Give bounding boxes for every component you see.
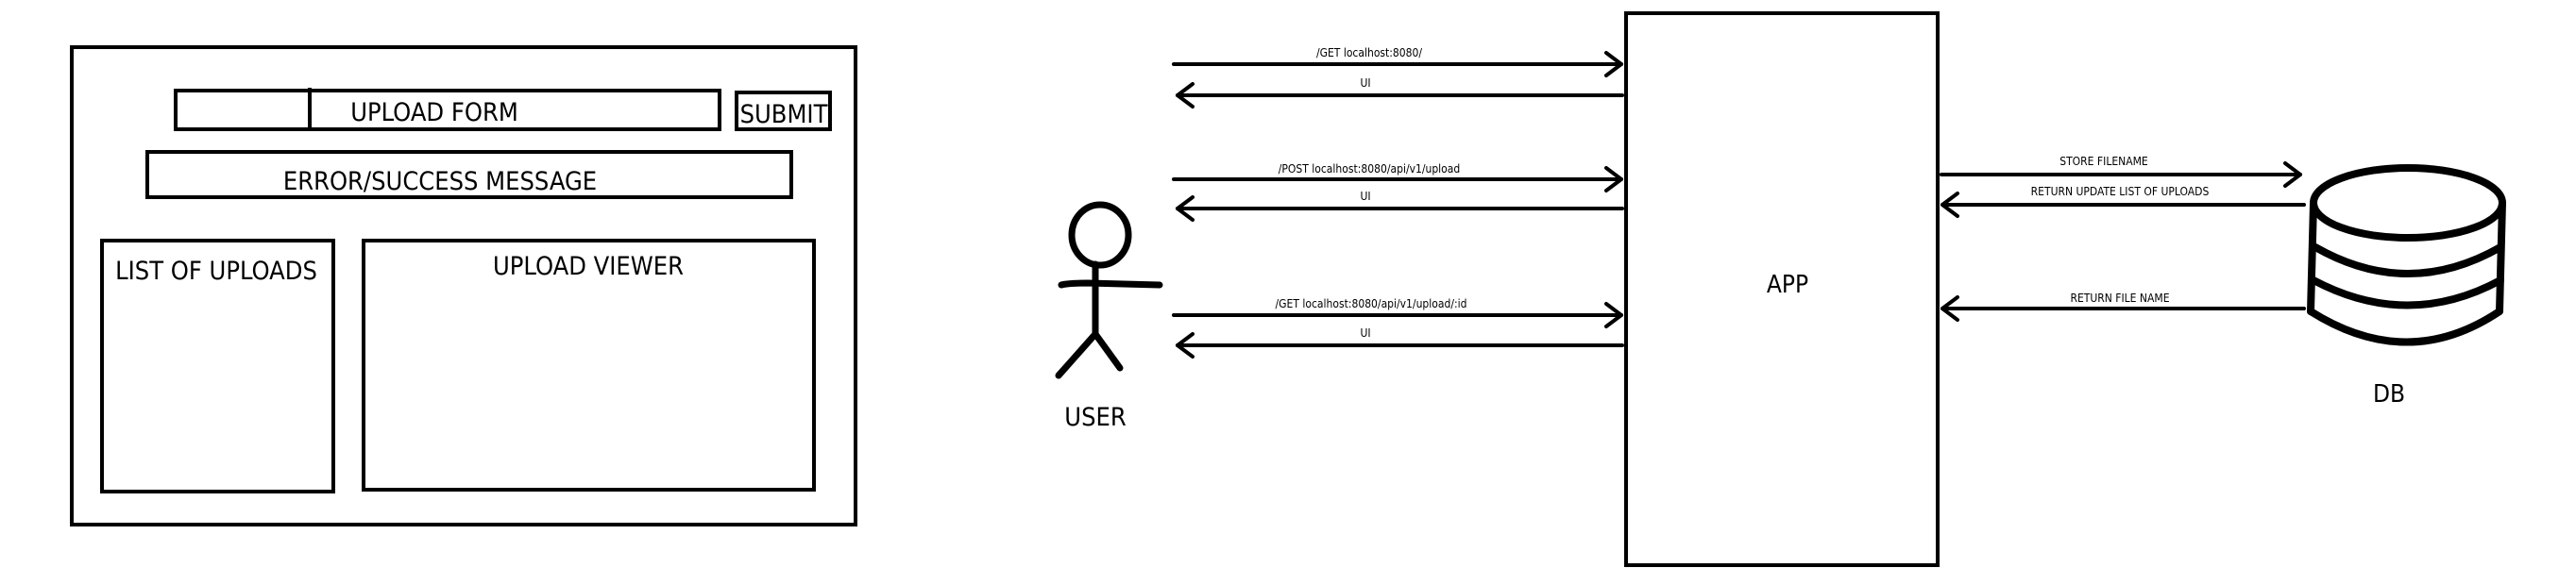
db-label: DB	[2373, 380, 2405, 409]
user-label: USER	[1064, 403, 1127, 432]
upload-viewer-box	[362, 239, 816, 492]
arrowhead-store-filename	[2283, 161, 2302, 188]
user-left-leg	[1055, 330, 1099, 379]
label-return-list: RETURN UPDATE LIST OF UPLOADS	[2031, 185, 2210, 198]
user-right-leg	[1092, 330, 1124, 372]
db-band-2	[2310, 276, 2504, 309]
label-store-filename: STORE FILENAME	[2059, 155, 2148, 168]
db-bottom	[2307, 308, 2503, 346]
arrowhead-return-file-name	[1940, 295, 1959, 322]
db-left-side	[2307, 199, 2317, 315]
db-cylinder-icon	[2307, 164, 2506, 346]
user-stick-figure	[1055, 201, 1163, 379]
message-label: ERROR/SUCCESS MESSAGE	[283, 167, 597, 196]
upload-viewer-label: UPLOAD VIEWER	[493, 252, 684, 281]
label-post-upload: /POST localhost:8080/api/v1/upload	[1279, 162, 1461, 175]
app-box	[1624, 11, 1940, 567]
arrowhead-ui-3	[1176, 332, 1195, 359]
db-top-ellipse	[2310, 164, 2506, 242]
arrowhead-get-upload-id	[1604, 302, 1623, 328]
app-label: APP	[1767, 271, 1808, 299]
label-return-file-name: RETURN FILE NAME	[2070, 292, 2169, 305]
user-arms	[1058, 279, 1163, 289]
submit-box	[735, 91, 832, 131]
upload-form-label: UPLOAD FORM	[350, 98, 518, 127]
wireframe-frame	[70, 45, 857, 526]
arrowhead-get-root	[1604, 51, 1623, 77]
list-of-uploads-box	[100, 239, 335, 493]
list-of-uploads-label: LIST OF UPLOADS	[115, 257, 317, 286]
arrowhead-post-upload	[1604, 166, 1623, 192]
upload-form-box	[174, 89, 721, 131]
label-get-upload-id: /GET localhost:8080/api/v1/upload/:id	[1276, 297, 1467, 310]
label-ui-2: UI	[1360, 190, 1370, 203]
label-ui-1: UI	[1360, 76, 1370, 90]
arrowhead-ui-1	[1176, 82, 1195, 109]
user-head	[1068, 201, 1132, 269]
arrowhead-return-list	[1940, 192, 1959, 218]
db-right-side	[2496, 199, 2506, 315]
arrowhead-ui-2	[1176, 195, 1195, 222]
db-band-1	[2312, 243, 2504, 277]
flow-arrows	[1172, 51, 2306, 359]
label-get-root: /GET localhost:8080/	[1316, 46, 1422, 59]
label-ui-3: UI	[1360, 326, 1370, 340]
ui-wireframe	[70, 45, 857, 526]
message-box	[145, 150, 793, 199]
submit-label: SUBMIT	[740, 100, 828, 129]
